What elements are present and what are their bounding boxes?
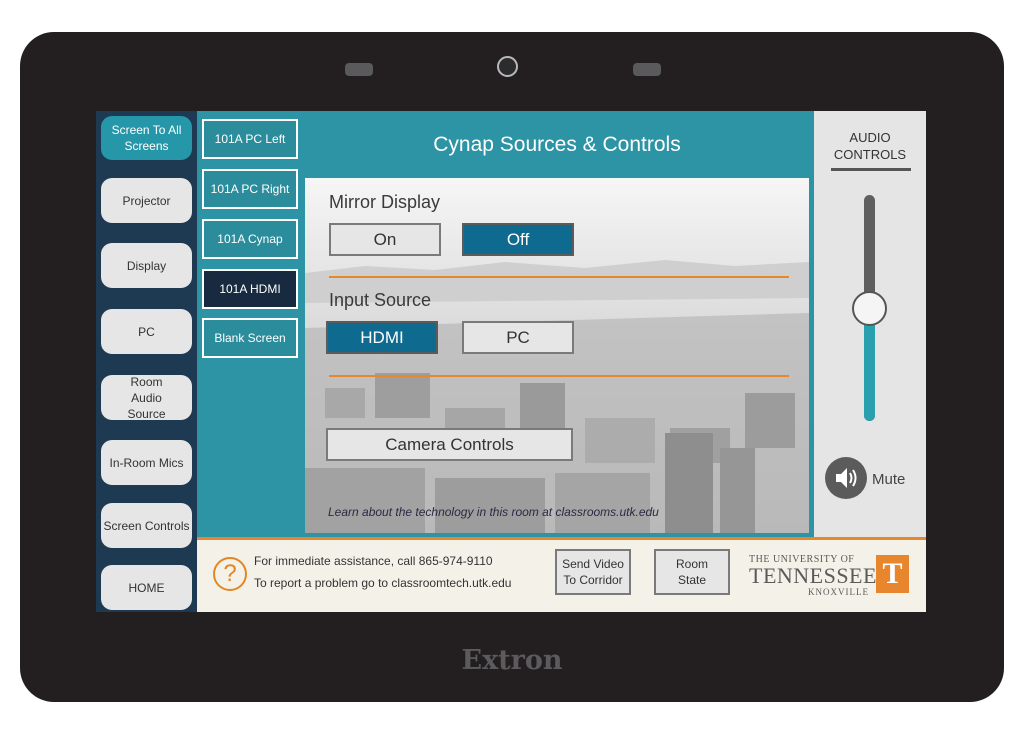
audio-title-rule [831,168,911,171]
nav-projector[interactable]: Projector [101,178,192,223]
audio-title-line1: AUDIO [849,130,891,145]
university-line3: KNOXVILLE [808,587,869,597]
main-content: Mirror Display On Off Input Source HDMI … [305,178,809,533]
university-wordmark: THE UNIVERSITY OF TENNESSEE KNOXVILLE [749,554,877,597]
nav-home[interactable]: HOME [101,565,192,610]
volume-slider-fill [864,308,875,421]
source-101a-hdmi[interactable]: 101A HDMI [202,269,298,309]
right-sensor [633,63,661,76]
audio-title-line2: CONTROLS [833,147,907,162]
assistance-phone-text: For immediate assistance, call 865-974-9… [254,554,493,568]
footer-accent-line [197,537,926,540]
nav-screen-to-all-screens[interactable]: Screen To All Screens [101,116,192,160]
send-video-to-corridor-button[interactable]: Send Video To Corridor [555,549,631,595]
source-list: 101A PC Left 101A PC Right 101A Cynap 10… [197,111,305,537]
question-circle-icon: ? [213,557,247,591]
front-camera [497,56,518,77]
left-nav: Screen To All Screens Projector Display … [96,111,197,612]
ut-power-t-logo: T [876,555,909,593]
page-title: Cynap Sources & Controls [305,111,809,178]
source-101a-pc-right[interactable]: 101A PC Right [202,169,298,209]
left-sensor [345,63,373,76]
nav-pc[interactable]: PC [101,309,192,354]
divider-2 [329,375,789,377]
input-source-label: Input Source [329,290,432,310]
campus-background-image [305,260,809,533]
touch-screen: Screen To All Screens Projector Display … [96,111,926,612]
nav-room-audio-source[interactable]: Room Audio Source [101,375,192,421]
footer-bar: ? For immediate assistance, call 865-974… [197,540,926,612]
learn-more-text: Learn about the technology in this room … [328,505,659,519]
volume-slider-knob[interactable] [852,291,887,326]
source-blank-screen[interactable]: Blank Screen [202,318,298,358]
mirror-on-button[interactable]: On [329,223,441,256]
mirror-display-label: Mirror Display [329,192,441,212]
main-bottom-border [305,533,809,537]
nav-in-room-mics[interactable]: In-Room Mics [101,440,192,485]
room-state-button[interactable]: Room State [654,549,730,595]
input-pc-button[interactable]: PC [462,321,574,354]
input-hdmi-button[interactable]: HDMI [326,321,438,354]
university-line2: TENNESSEE [749,563,877,588]
audio-controls-panel: AUDIO CONTROLS Mute [809,111,926,537]
camera-controls-button[interactable]: Camera Controls [326,428,573,461]
device-brand-logo: Extron [461,645,563,676]
nav-display[interactable]: Display [101,243,192,288]
divider-1 [329,276,789,278]
university-line1: THE UNIVERSITY OF [749,554,855,565]
source-101a-cynap[interactable]: 101A Cynap [202,219,298,259]
speaker-icon[interactable] [825,457,867,499]
source-101a-pc-left[interactable]: 101A PC Left [202,119,298,159]
audio-controls-title: AUDIO CONTROLS [814,129,926,163]
report-problem-text: To report a problem go to classroomtech.… [254,576,512,590]
nav-screen-controls[interactable]: Screen Controls [101,503,192,548]
mute-label[interactable]: Mute [872,471,906,488]
mirror-off-button[interactable]: Off [462,223,574,256]
